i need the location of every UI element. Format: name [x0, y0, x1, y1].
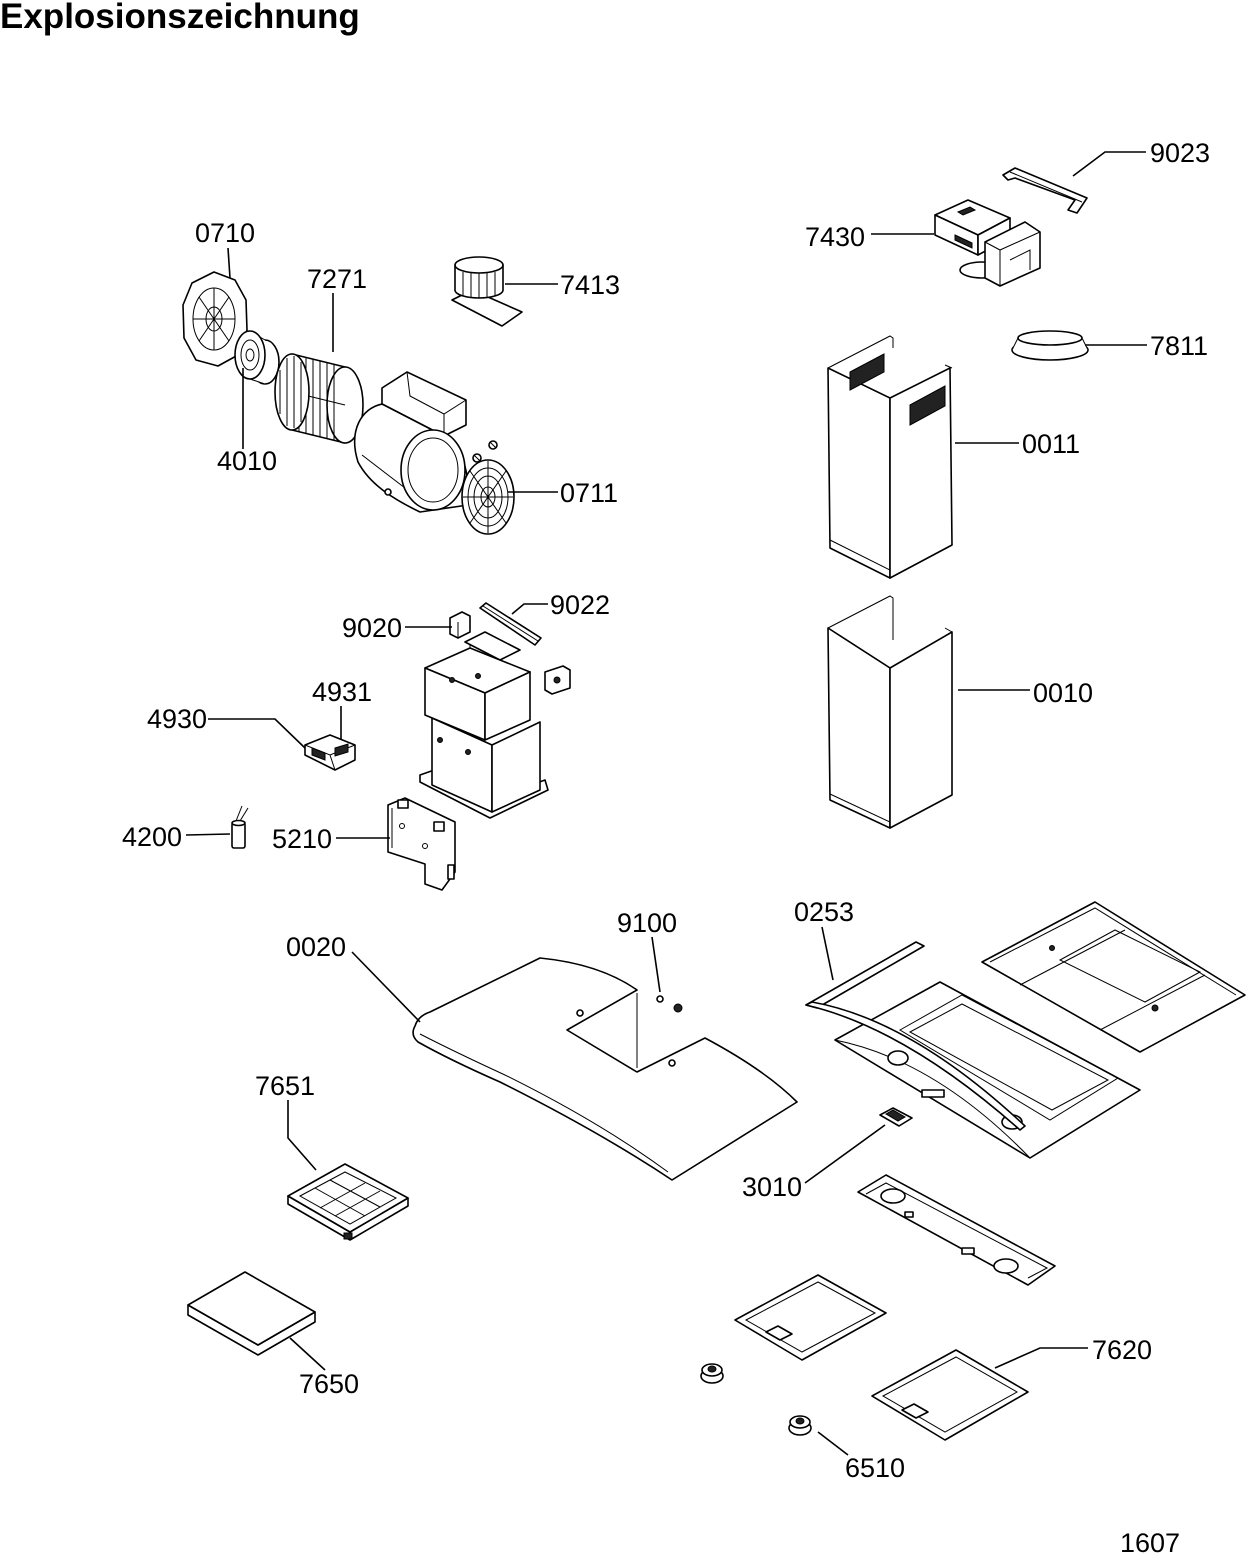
fan-wheel-drawing [274, 353, 364, 444]
part-number-label: 4931 [312, 677, 372, 707]
connector-block-drawing [304, 734, 356, 771]
part-number-label: 6510 [845, 1453, 905, 1483]
leader-line [289, 1337, 326, 1371]
leader-line [994, 1347, 1088, 1369]
part-number-labels: 9023 7430 0710 7271 7413 7811 0011 4010 … [122, 138, 1210, 1483]
leader-line [651, 936, 661, 993]
part-number-label: 9023 [1150, 138, 1210, 168]
outlet-ring-drawing [451, 256, 523, 327]
part-number-label: 0020 [286, 932, 346, 962]
leader-line [821, 926, 834, 981]
leader-line [185, 833, 231, 836]
mounting-bracket-drawing [1002, 167, 1088, 214]
part-number-label: 0711 [560, 478, 618, 508]
screws-drawing [472, 440, 498, 463]
filter-holder-drawing [287, 1163, 409, 1241]
capacitor-drawing [231, 805, 249, 849]
electrical-box-drawing [419, 631, 571, 819]
carbon-filter-pad-drawing [187, 1271, 316, 1356]
leader-line [287, 1100, 317, 1171]
lower-chimney-drawing [827, 595, 953, 829]
grease-filter-drawing [871, 1349, 1029, 1441]
part-number-label: 9100 [617, 908, 677, 938]
cable-clamp-drawing [449, 611, 471, 639]
leader-line [208, 718, 306, 749]
leader-line [817, 1431, 849, 1456]
leader-line [804, 1124, 886, 1184]
leader-line [227, 247, 231, 279]
round-cover-drawing [1011, 330, 1089, 361]
page-title: Explosionszeichnung [0, 0, 360, 36]
part-number-label: 7271 [307, 264, 367, 294]
knob-drawing [788, 1415, 812, 1436]
part-number-label: 9022 [550, 590, 610, 620]
leader-lines [185, 151, 1147, 1456]
upper-chimney-drawing [827, 335, 953, 579]
part-number-label: 0710 [195, 218, 255, 248]
drawing-number: 1607 [1120, 1528, 1180, 1555]
part-number-label: 4200 [122, 822, 182, 852]
motor-drawing [234, 330, 280, 385]
circuit-board-drawing [387, 797, 456, 891]
part-number-label: 4010 [217, 446, 277, 476]
glass-screws-drawing [656, 995, 683, 1013]
part-number-label: 0011 [1022, 429, 1080, 459]
motor-mounting-plate-drawing [182, 271, 248, 367]
blower-housing-drawing [353, 371, 470, 513]
part-number-label: 7413 [560, 270, 620, 300]
part-number-label: 3010 [742, 1172, 802, 1202]
part-number-label: 7811 [1150, 331, 1208, 361]
leader-line [511, 603, 548, 615]
leader-line [351, 951, 421, 1023]
grease-filter-drawing [734, 1274, 887, 1361]
duct-adapter-drawing [934, 199, 1041, 287]
part-number-label: 4930 [147, 704, 207, 734]
control-panel-drawing [857, 1174, 1056, 1286]
glass-canopy-drawing [412, 957, 798, 1181]
part-number-label: 9020 [342, 613, 402, 643]
part-number-label: 7430 [805, 222, 865, 252]
part-number-label: 0253 [794, 897, 854, 927]
part-number-label: 5210 [272, 824, 332, 854]
support-bar-drawing [479, 602, 542, 646]
part-number-label: 0010 [1033, 678, 1093, 708]
part-number-label: 7650 [299, 1369, 359, 1399]
switch-drawing [879, 1107, 913, 1127]
part-number-label: 7651 [255, 1071, 315, 1101]
frame-assembly-drawing [805, 901, 1246, 1159]
part-number-label: 7620 [1092, 1335, 1152, 1365]
leader-line [1072, 151, 1146, 177]
knob-drawing [700, 1363, 724, 1384]
intake-grille-drawing [461, 459, 515, 535]
